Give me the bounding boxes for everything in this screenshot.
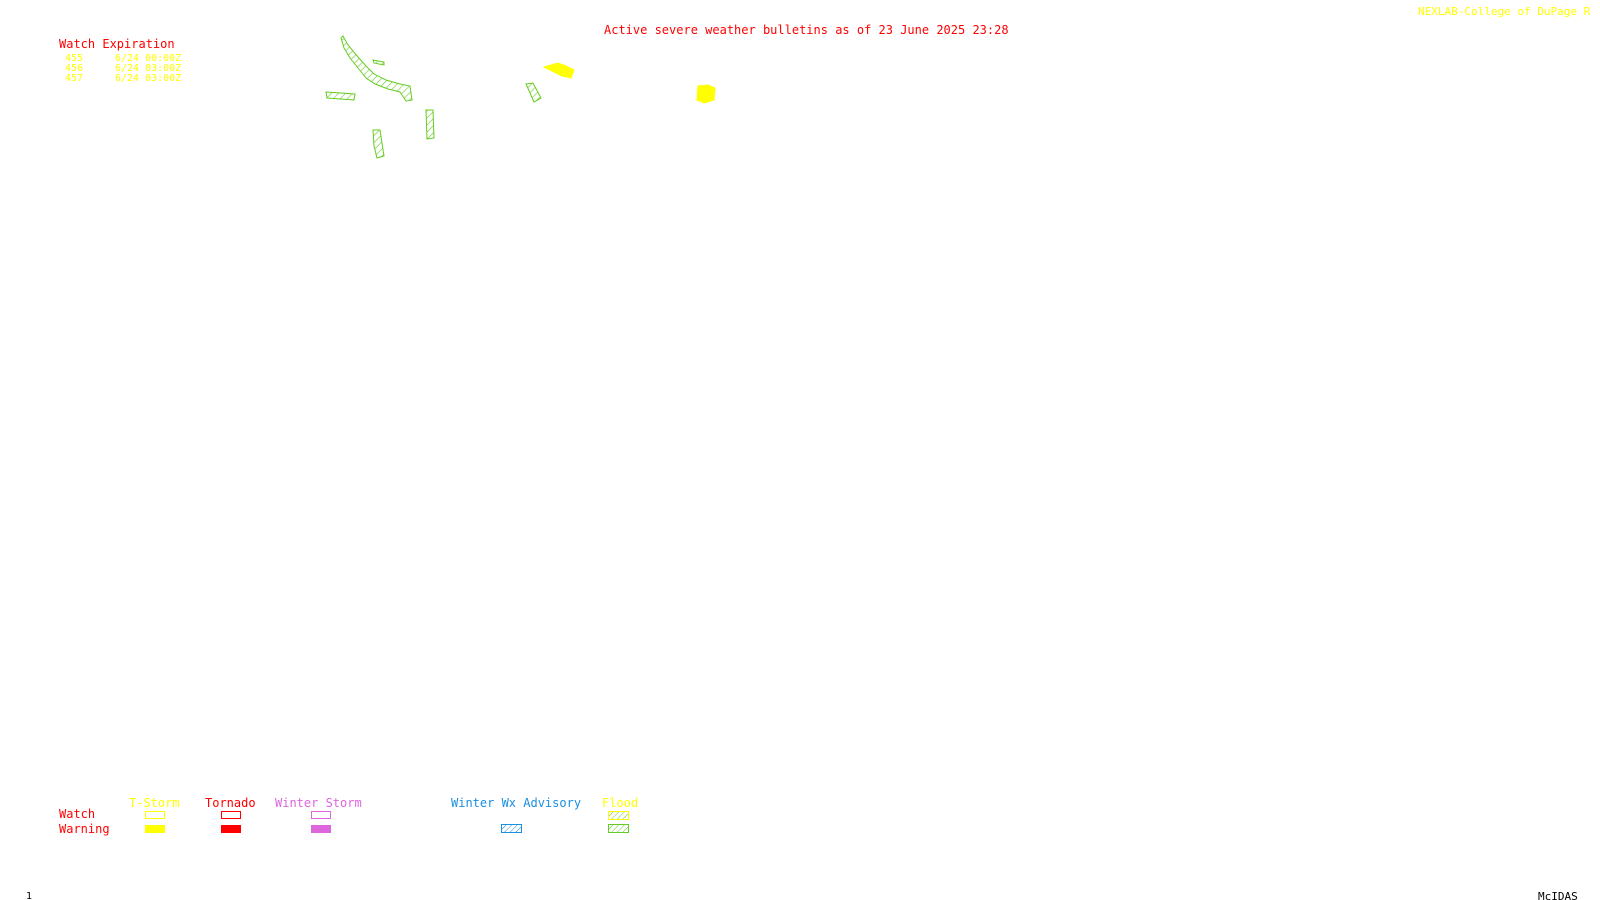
watch-row: 456 6/24 03:00Z: [65, 64, 181, 74]
flood-watch-swatch: [608, 811, 629, 820]
watch-expires: 6/24 03:00Z: [115, 73, 182, 84]
flood-warning-area: [372, 129, 385, 159]
flood-warning-swatch: [608, 824, 629, 833]
legend-watch-row-label: Watch: [59, 807, 96, 821]
winter-wx-advisory-swatch: [501, 824, 522, 833]
flood-warning-area: [525, 82, 542, 103]
legend-tstorm-label: T-Storm: [129, 796, 180, 810]
watch-number: 457: [65, 73, 84, 84]
tstorm-watch-swatch: [145, 811, 165, 819]
legend-warning-row-label: Warning: [59, 822, 110, 836]
flood-warning-area: [425, 109, 435, 140]
watch-expiration-title: Watch Expiration: [59, 37, 175, 51]
watch-number: 455: [65, 53, 84, 64]
tstorm-warning-area: [696, 84, 716, 104]
flood-warning-area: [340, 35, 413, 102]
flood-warning-area: [325, 91, 356, 101]
watch-row: 457 6/24 03:00Z: [65, 74, 181, 84]
legend-winter-storm-label: Winter Storm: [275, 796, 362, 810]
tornado-warning-swatch: [221, 825, 241, 833]
page-number: 1: [26, 891, 33, 900]
flood-warning-area: [372, 59, 385, 66]
source-credit: NEXLAB-College of DuPage R: [1418, 6, 1591, 17]
watch-expires: 6/24 03:00Z: [115, 63, 182, 74]
tstorm-warning-swatch: [145, 825, 165, 833]
legend-winter-wx-advisory-label: Winter Wx Advisory: [451, 796, 582, 810]
tstorm-warning-area: [542, 62, 575, 79]
legend-tornado-label: Tornado: [205, 796, 256, 810]
mcidas-brand: McIDAS: [1538, 890, 1578, 900]
legend-flood-label: Flood: [602, 796, 639, 810]
tornado-watch-swatch: [221, 811, 241, 819]
bulletin-title: Active severe weather bulletins as of 23…: [604, 23, 1009, 37]
winter-storm-watch-swatch: [311, 811, 331, 819]
watch-number: 456: [65, 63, 84, 74]
watch-row: 455 6/24 00:00Z: [65, 54, 181, 64]
watch-expires: 6/24 00:00Z: [115, 53, 182, 64]
winter-storm-warning-swatch: [311, 825, 331, 833]
